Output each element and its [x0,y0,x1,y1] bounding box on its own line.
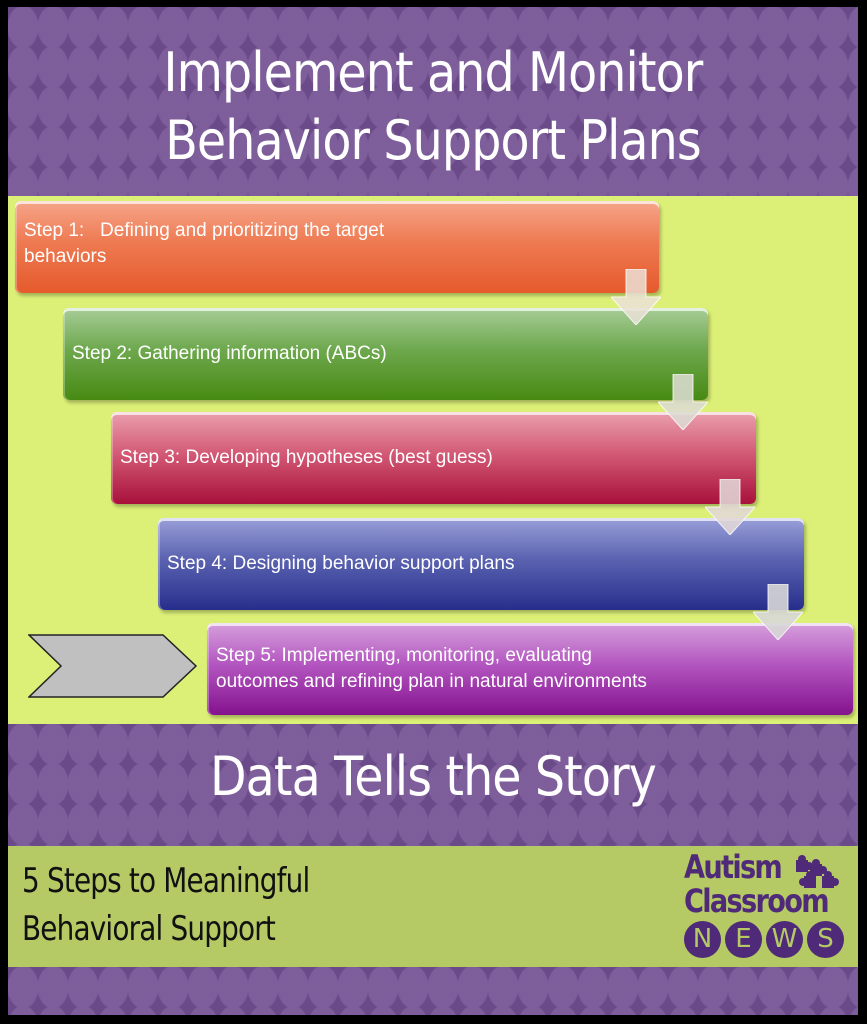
logo-line-1: Autism [684,848,783,886]
tagline-line-2: Behavioral Support [22,909,276,949]
news-letter-s: S [807,921,844,958]
step-5-label: Step 5: Implementing, monitoring, evalua… [216,645,592,666]
step-5-label-cont: outcomes and refining plan in natural en… [216,671,647,692]
infographic-frame: Implement and Monitor Behavior Support P… [8,7,858,1015]
news-letter-n: N [684,921,721,958]
step-5-box: Step 5: Implementing, monitoring, evalua… [207,623,853,715]
news-letter-e: E [725,921,762,958]
step-4-label: Step 4: Designing behavior support plans [167,553,515,574]
title-line-2: Behavior Support Plans [165,109,701,172]
step-1-label: Step 1: Defining and prioritizing the ta… [24,220,385,241]
down-arrow-icon [658,374,708,430]
autism-classroom-news-logo: Autism Classroom N E W S [684,850,854,968]
step-4-box: Step 4: Designing behavior support plans [158,518,804,610]
logo-line-2: Classroom [684,882,830,920]
header-pattern-band [8,7,858,196]
step-1-box: Step 1: Defining and prioritizing the ta… [15,201,659,293]
subtitle: Data Tells the Story [209,745,657,808]
page-title: Implement and Monitor Behavior Support P… [59,39,807,175]
tagline: 5 Steps to Meaningful Behavioral Support [22,857,310,953]
down-arrow-icon [611,269,661,325]
tagline-line-1: 5 Steps to Meaningful [22,861,310,901]
puzzle-pieces-icon [796,855,839,888]
down-arrow-icon [753,584,803,640]
news-letter-w: W [766,921,803,958]
footer-pattern-band [8,967,858,1015]
subtitle-pattern-band [8,724,858,846]
step-3-box: Step 3: Developing hypotheses (best gues… [111,412,756,504]
step-3-label: Step 3: Developing hypotheses (best gues… [120,447,493,468]
chevron-pointer-icon [28,634,198,698]
step-1-label-cont: behaviors [24,246,107,267]
logo-news-circles: N E W S [684,921,854,958]
title-line-1: Implement and Monitor [163,41,704,104]
down-arrow-icon [705,479,755,535]
step-2-box: Step 2: Gathering information (ABCs) [63,308,708,400]
step-2-label: Step 2: Gathering information (ABCs) [72,343,387,364]
